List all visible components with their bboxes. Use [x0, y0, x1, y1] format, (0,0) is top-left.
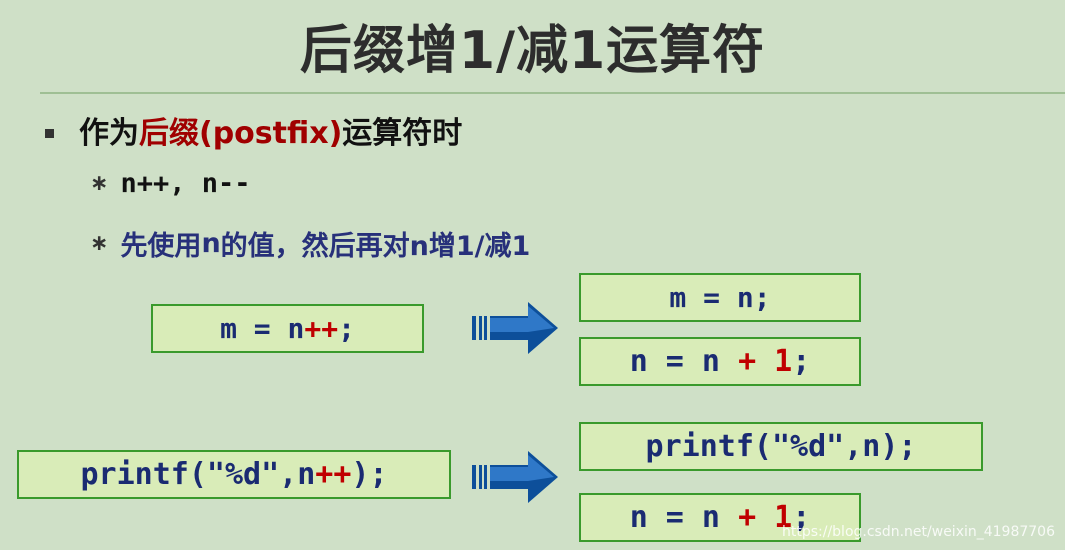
- title-divider: [40, 92, 1065, 94]
- code-text: n = n: [629, 344, 739, 379]
- code-text: );: [351, 457, 388, 492]
- sub-bullet-1: ∗ n++, n--: [90, 168, 250, 199]
- code-operator: ++: [315, 457, 352, 492]
- square-bullet-icon: [45, 128, 54, 138]
- sub-bullet-2-n: n: [201, 228, 221, 259]
- code-text: printf("%d",n);: [645, 429, 917, 464]
- slide-title: 后缀增1/减1运算符: [299, 21, 766, 81]
- code-box-n-eq-n-plus-1: n = n + 1;: [579, 337, 861, 386]
- sub-bullet-2: ∗ 先使用 n 的值，然后再对 n增1/减1: [90, 224, 530, 263]
- code-text: ;: [792, 500, 811, 535]
- main-bullet: 作为 后缀(postfix) 运算符时: [45, 108, 462, 152]
- code-text: ;: [792, 344, 811, 379]
- code-text: n = n: [629, 500, 739, 535]
- code-operator: ++: [304, 312, 339, 345]
- code-box-m-eq-n-inc: m = n++;: [151, 304, 424, 353]
- code-box-n-eq-n-plus-1-second: n = n + 1;: [579, 493, 861, 542]
- code-operator: + 1: [738, 344, 793, 379]
- asterisk-bullet-icon: ∗: [90, 231, 109, 256]
- sub-bullet-2-part1: 先使用: [120, 231, 202, 262]
- sub-bullet-2-part3: n增1/减1: [409, 231, 531, 262]
- code-operator: + 1: [738, 500, 793, 535]
- right-arrow-icon: [472, 451, 558, 503]
- bullet-suffix: 运算符时: [342, 116, 463, 151]
- sub-bullet-1-text: n++, n--: [120, 168, 251, 199]
- code-text: printf("%d",n: [80, 457, 316, 492]
- sub-bullet-2-part2: 的值，然后再对: [220, 231, 410, 262]
- code-box-printf-n-inc: printf("%d",n++);: [17, 450, 451, 499]
- bullet-highlight: 后缀(postfix): [139, 116, 343, 151]
- code-text: ;: [338, 312, 355, 345]
- code-box-m-eq-n: m = n;: [579, 273, 861, 322]
- bullet-prefix: 作为: [79, 116, 139, 151]
- code-text: m = n: [220, 312, 305, 345]
- code-text: m = n;: [669, 281, 771, 314]
- right-arrow-icon: [472, 302, 558, 354]
- asterisk-bullet-icon: ∗: [90, 171, 109, 196]
- code-box-printf-n: printf("%d",n);: [579, 422, 983, 471]
- watermark-url: https://blog.csdn.net/weixin_41987706: [781, 524, 1055, 540]
